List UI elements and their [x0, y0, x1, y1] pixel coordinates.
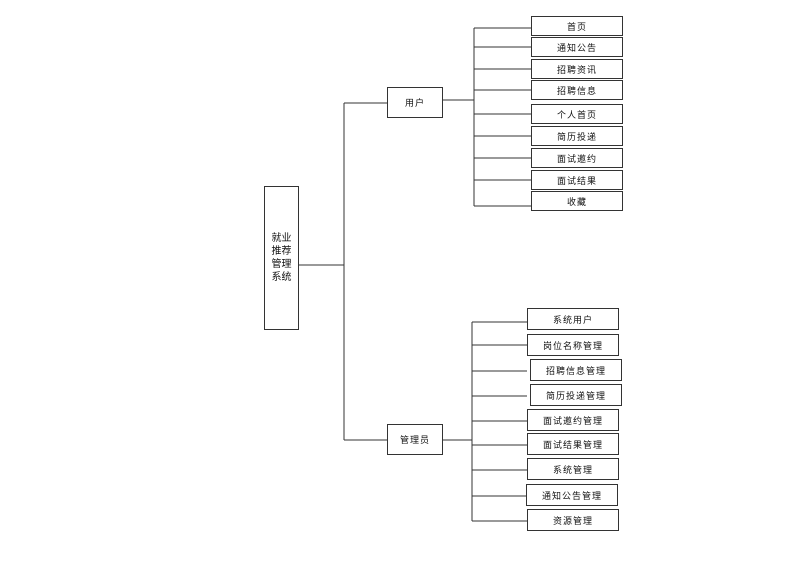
admin-child-node: 岗位名称管理	[527, 334, 619, 356]
user-child-node: 个人首页	[531, 104, 623, 124]
root-label-line: 管理	[271, 259, 292, 270]
user-child-node: 通知公告	[531, 37, 623, 57]
admin-child-node: 资源管理	[527, 509, 619, 531]
user-child-node: 招聘信息	[531, 80, 623, 100]
user-child-node: 面试结果	[531, 170, 623, 190]
root-label-line: 就业	[271, 233, 292, 244]
branch-node-user: 用户	[387, 87, 443, 118]
admin-child-node: 面试邀约管理	[527, 409, 619, 431]
user-child-node: 面试邀约	[531, 148, 623, 168]
admin-child-node: 系统用户	[527, 308, 619, 330]
user-child-node: 简历投递	[531, 126, 623, 146]
admin-child-node: 通知公告管理	[526, 484, 618, 506]
user-child-node: 招聘资讯	[531, 59, 623, 79]
user-child-node: 首页	[531, 16, 623, 36]
admin-child-node: 面试结果管理	[527, 433, 619, 455]
admin-child-node: 招聘信息管理	[530, 359, 622, 381]
admin-child-node: 简历投递管理	[530, 384, 622, 406]
user-child-node: 收藏	[531, 191, 623, 211]
root-label-line: 系统	[271, 272, 292, 283]
branch-node-admin: 管理员	[387, 424, 443, 455]
admin-child-node: 系统管理	[527, 458, 619, 480]
root-label-line: 推荐	[271, 246, 292, 257]
root-node: 就业 推荐 管理 系统	[264, 186, 299, 330]
